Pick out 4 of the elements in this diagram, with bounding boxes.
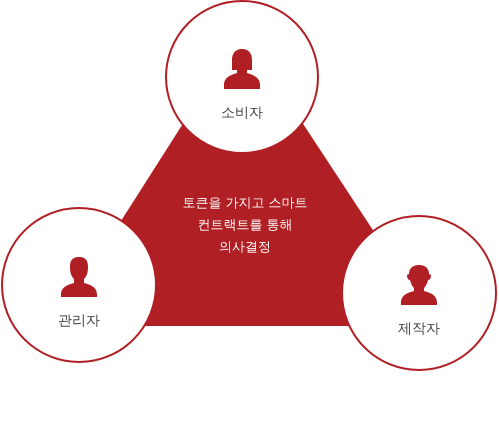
role-label: 제작자 [398,320,440,338]
role-label: 소비자 [221,104,263,122]
node-text: 토큰을 가지고 스마트 컨트랙트를 통해 의사결정 [181,195,309,257]
role-label: 관리자 [58,312,100,330]
